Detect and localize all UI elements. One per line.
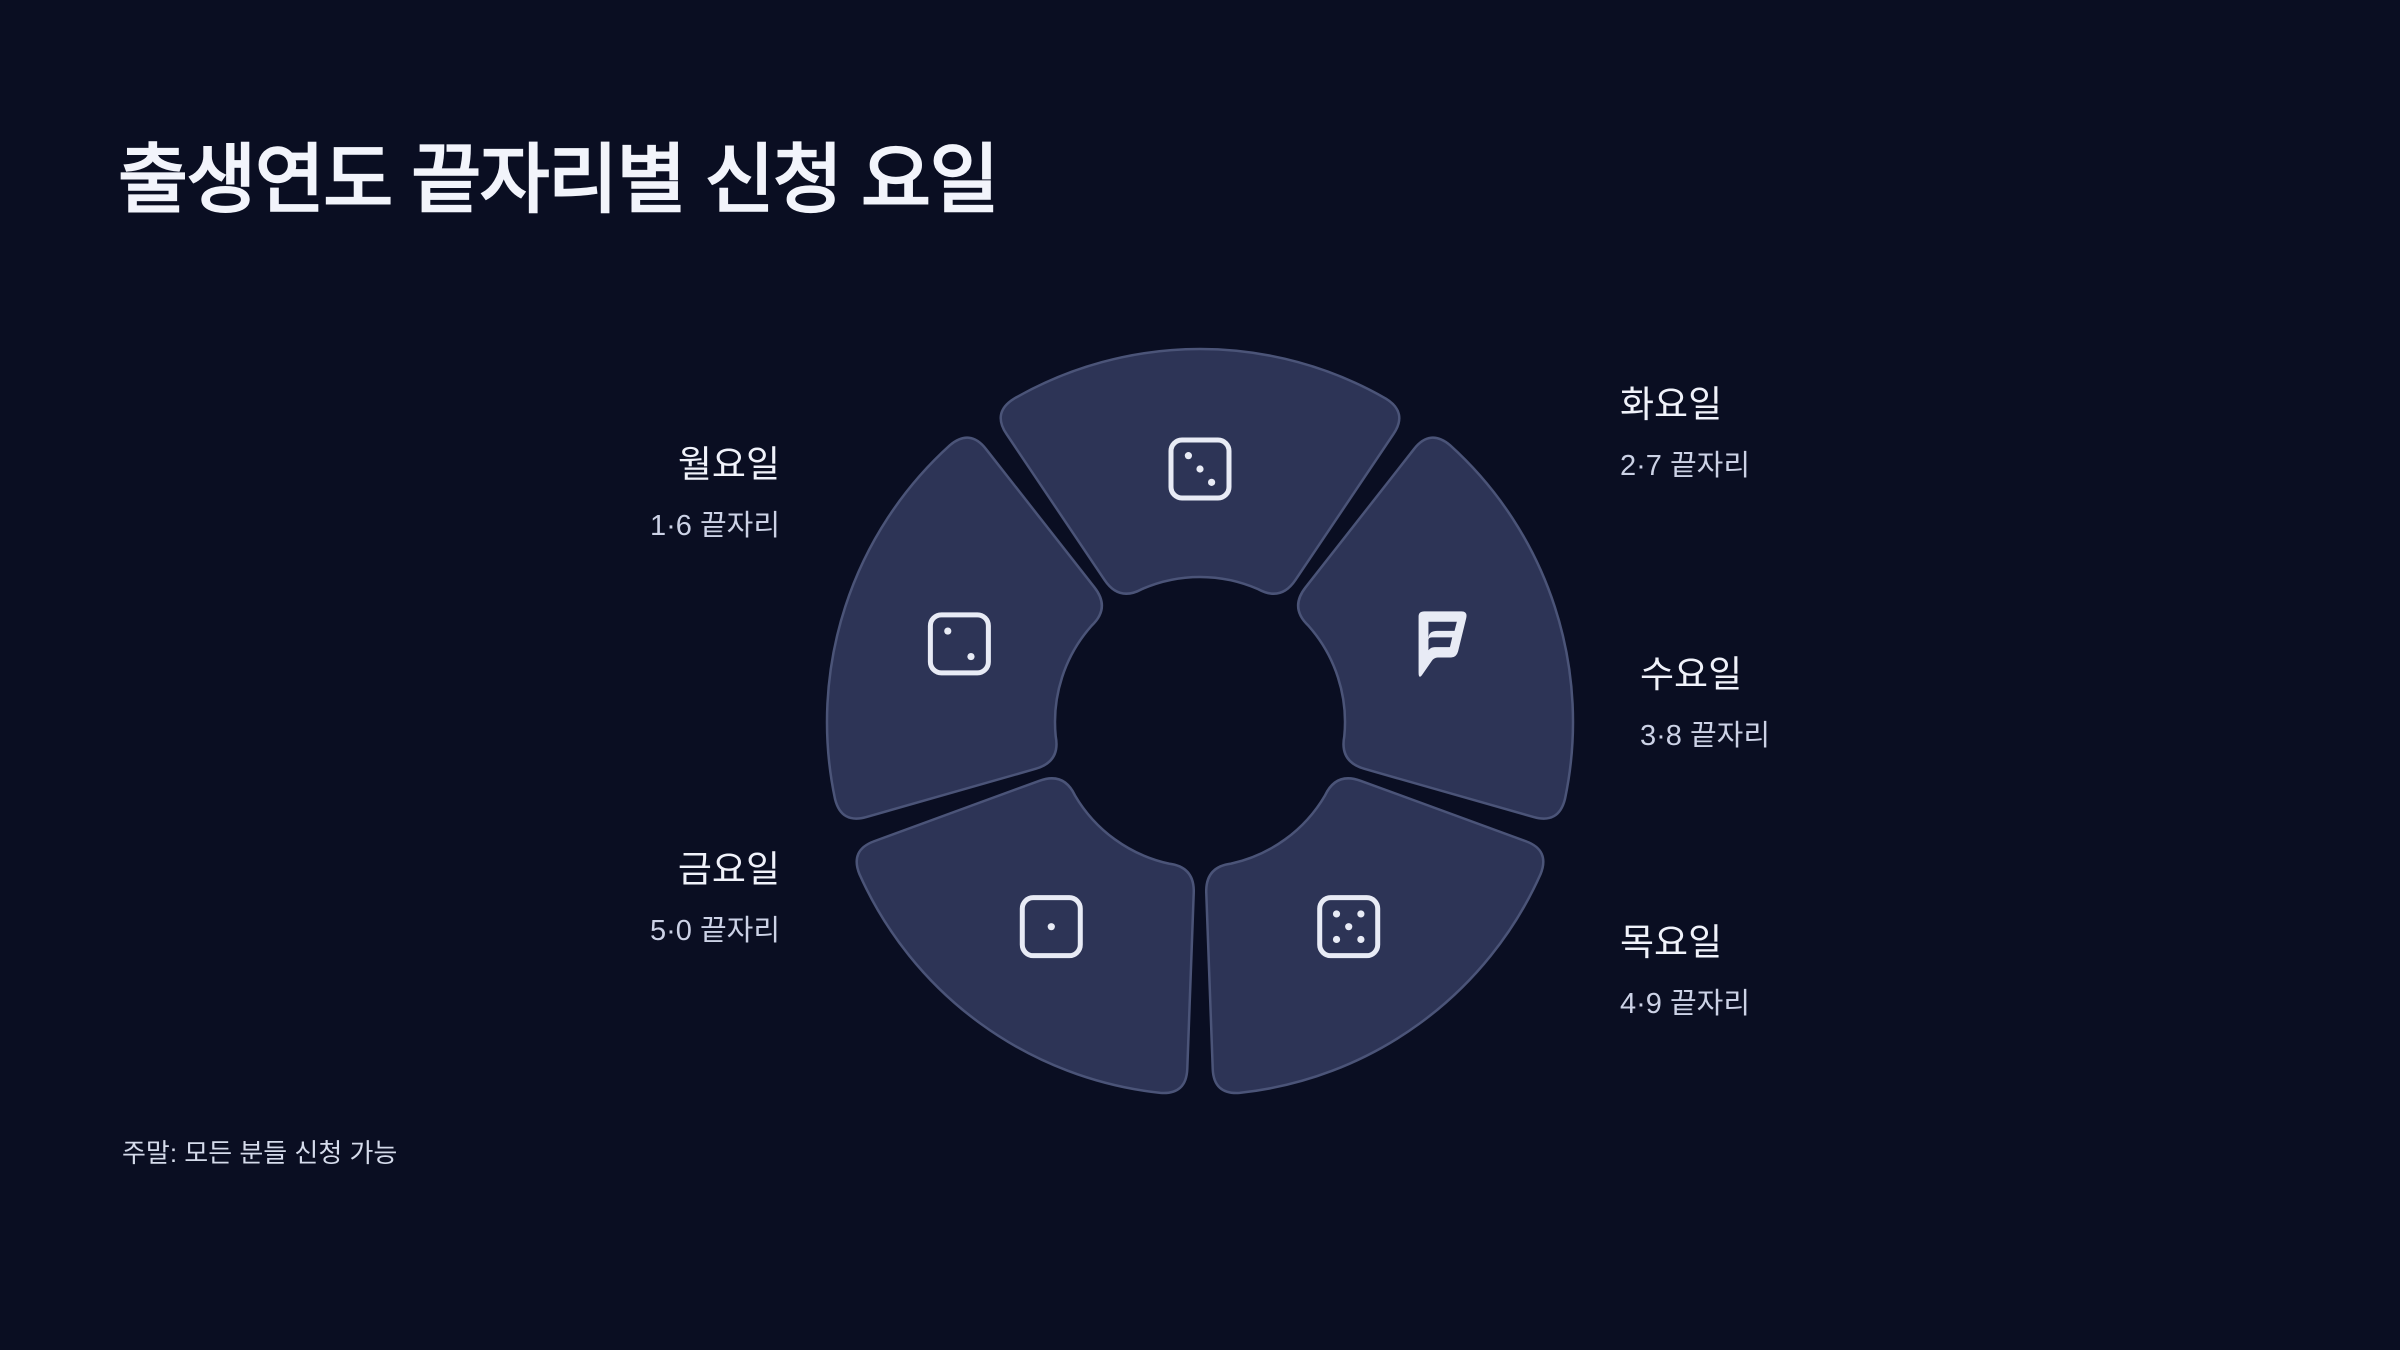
segment-label-monday: 월요일 1·6 끝자리	[300, 440, 780, 546]
dice-pip	[1345, 923, 1353, 931]
segment-label-tuesday: 화요일 2·7 끝자리	[1620, 380, 2140, 486]
foursquare-icon	[1418, 611, 1467, 677]
page-title: 출생연도 끝자리별 신청 요일	[118, 138, 999, 223]
dice-1-icon	[1019, 895, 1083, 959]
segment-digits-monday: 1·6 끝자리	[649, 509, 780, 542]
segment-label-friday: 금요일 5·0 끝자리	[300, 845, 780, 951]
dice-pip	[1047, 923, 1055, 931]
dice-pip	[967, 652, 975, 661]
dice-face	[927, 612, 991, 676]
dice-pip	[1357, 935, 1365, 944]
dice-2-icon	[927, 612, 991, 676]
donut-segment-thu[interactable]	[1296, 436, 1575, 820]
donut-segment-mon[interactable]	[855, 777, 1195, 1095]
donut-icons-group	[927, 437, 1467, 959]
dice-5-icon	[1317, 895, 1381, 959]
dice-3-icon	[1168, 437, 1232, 501]
segment-day-monday: 월요일	[677, 444, 780, 485]
dice-pip	[1332, 910, 1341, 918]
donut-segment-fri[interactable]	[1205, 777, 1545, 1095]
dice-pip	[1208, 478, 1216, 486]
segment-digits-wednesday: 3·8 끝자리	[1640, 719, 1771, 752]
dice-face	[1019, 895, 1083, 959]
donut-segments-group	[825, 347, 1575, 1095]
segment-label-thursday: 목요일 4·9 끝자리	[1620, 918, 2140, 1024]
dice-pip	[1184, 452, 1192, 460]
dice-face	[1168, 437, 1232, 501]
dice-face	[1317, 895, 1381, 959]
dice-pip	[1196, 465, 1204, 473]
dice-pip	[944, 627, 952, 635]
dice-pip	[1357, 910, 1365, 918]
segment-digits-tuesday: 2·7 끝자리	[1620, 449, 1751, 482]
donut-segment-tue[interactable]	[825, 436, 1104, 820]
segment-day-thursday: 목요일	[1620, 922, 1723, 963]
dice-pip	[1332, 935, 1341, 944]
segment-digits-thursday: 4·9 끝자리	[1620, 987, 1751, 1020]
donut-segment-wed[interactable]	[999, 347, 1401, 595]
segment-day-friday: 금요일	[677, 849, 780, 890]
footnote: 주말: 모든 분들 신청 가능	[122, 1138, 398, 1168]
segment-day-tuesday: 화요일	[1620, 384, 1723, 425]
segment-day-wednesday: 수요일	[1640, 654, 1743, 695]
segment-digits-friday: 5·0 끝자리	[649, 914, 780, 947]
foursquare-glyph	[1418, 611, 1467, 677]
segment-label-wednesday: 수요일 3·8 끝자리	[1640, 650, 2160, 756]
